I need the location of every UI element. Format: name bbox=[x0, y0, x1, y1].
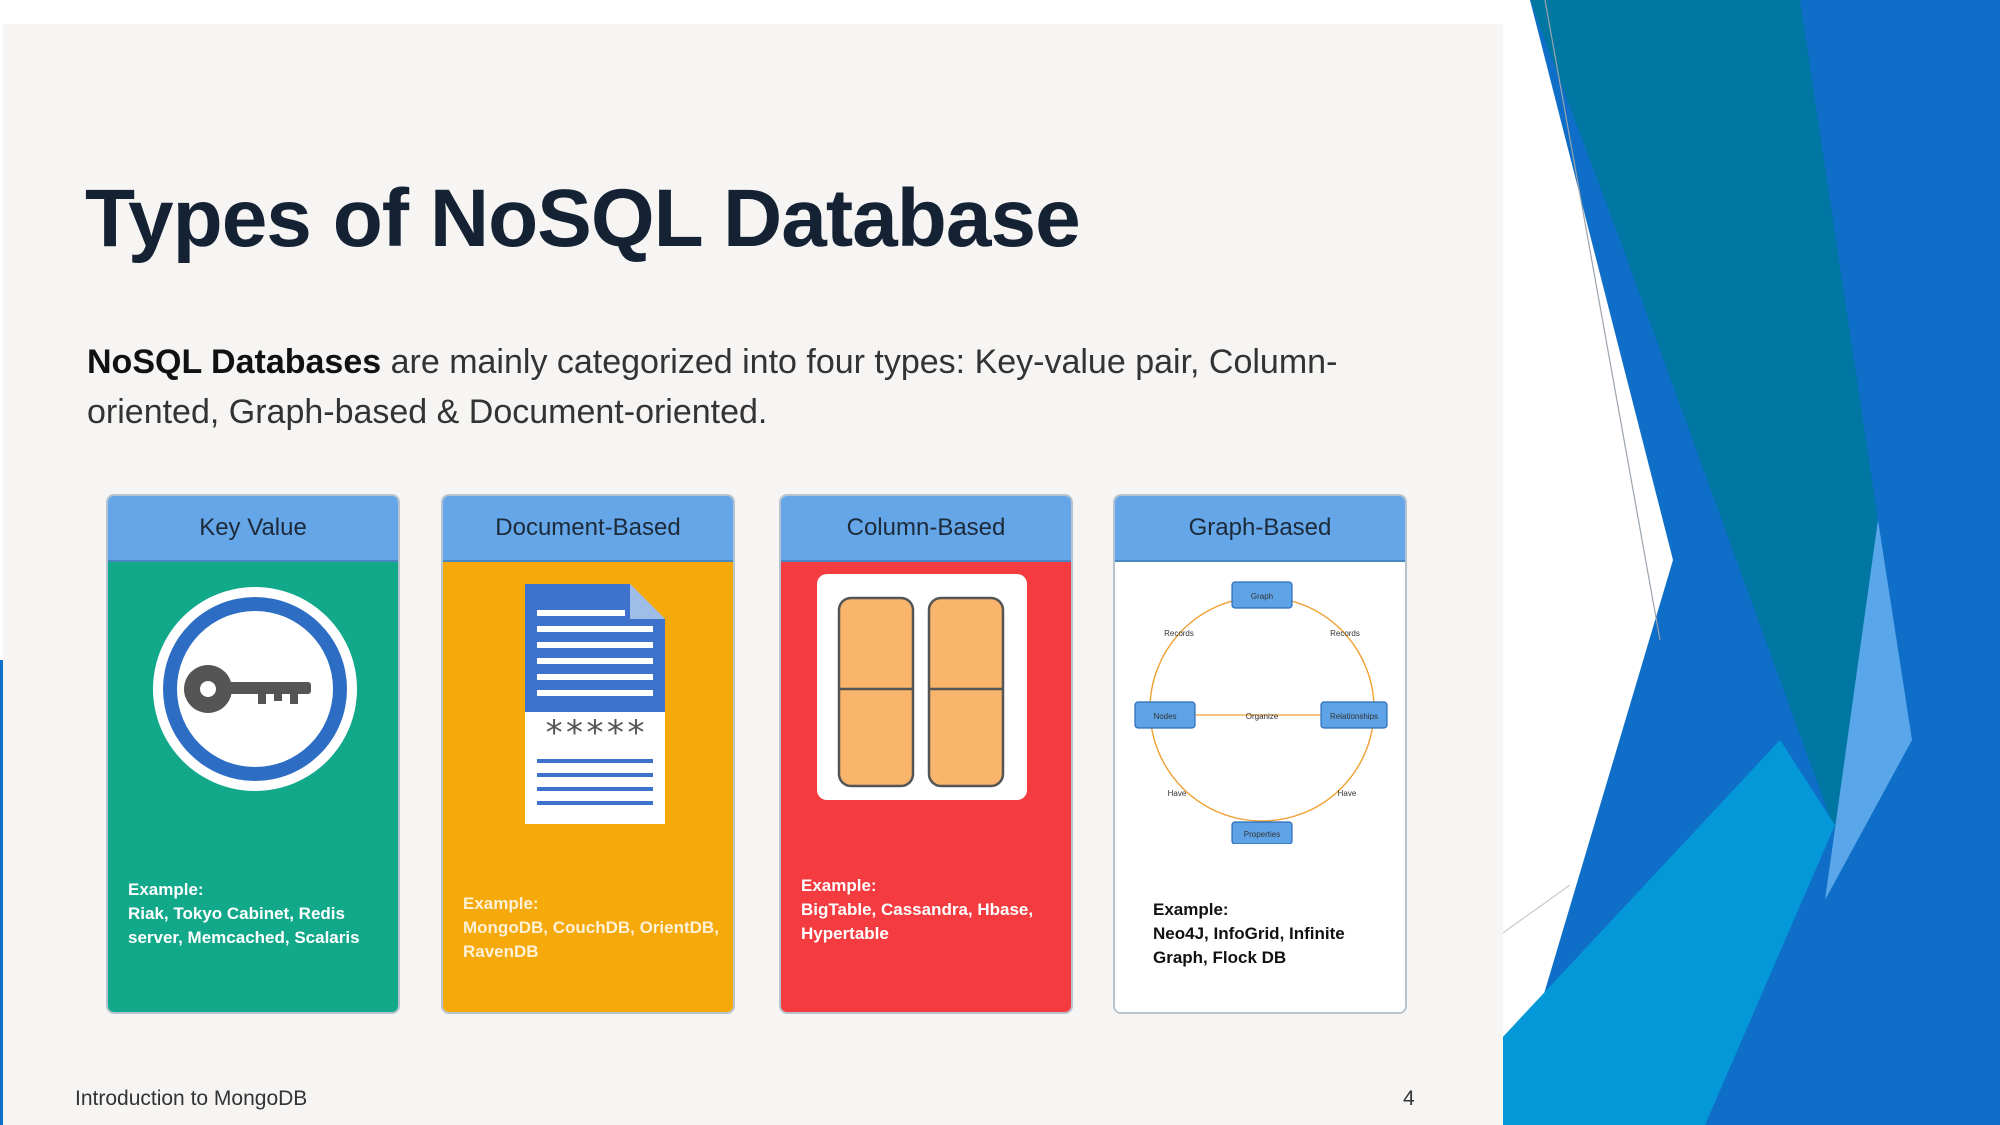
edge-records-left: Records bbox=[1164, 629, 1194, 638]
slide-footer: Introduction to MongoDB bbox=[75, 1087, 308, 1110]
example-label: Example: bbox=[1153, 900, 1229, 919]
example-list: Riak, Tokyo Cabinet, Redis server, Memca… bbox=[128, 904, 360, 947]
card-graph-based: Graph-Based Graph Relationships Properti… bbox=[1113, 494, 1407, 1014]
card-header: Key Value bbox=[108, 496, 398, 562]
example-list: BigTable, Cassandra, Hbase, Hypertable bbox=[801, 900, 1034, 943]
example-list: MongoDB, CouchDB, OrientDB, RavenDB bbox=[463, 918, 719, 961]
card-header: Document-Based bbox=[443, 496, 733, 562]
intro-text: are mainly categorized into four types: … bbox=[87, 343, 1338, 431]
card-body: Graph Relationships Properties Nodes Rec… bbox=[1115, 562, 1405, 1012]
card-key-value: Key Value Example: Riak, Tokyo Cabinet, … bbox=[106, 494, 400, 1014]
edge-records-right: Records bbox=[1330, 629, 1360, 638]
node-graph: Graph bbox=[1251, 592, 1273, 601]
node-relationships: Relationships bbox=[1330, 712, 1378, 721]
card-column-based: Column-Based Example: BigTable, Cassandr… bbox=[779, 494, 1073, 1014]
document-stars: ***** bbox=[544, 713, 646, 753]
slide-content-image: Types of NoSQL Database NoSQL Databases … bbox=[3, 24, 1503, 1125]
card-body: Example: Riak, Tokyo Cabinet, Redis serv… bbox=[108, 562, 398, 1012]
example-text: Example: MongoDB, CouchDB, OrientDB, Rav… bbox=[463, 892, 721, 964]
card-document-based: Document-Based ***** Example: Mon bbox=[441, 494, 735, 1014]
decor-teal-shape bbox=[1530, 0, 1878, 845]
edge-have-left: Have bbox=[1168, 789, 1187, 798]
intro-paragraph: NoSQL Databases are mainly categorized i… bbox=[87, 337, 1407, 437]
column-icon bbox=[817, 574, 1027, 800]
edge-have-right: Have bbox=[1338, 789, 1357, 798]
node-nodes: Nodes bbox=[1153, 712, 1176, 721]
example-label: Example: bbox=[801, 876, 877, 895]
example-text: Example: Neo4J, InfoGrid, Infinite Graph… bbox=[1153, 898, 1393, 970]
document-icon: ***** bbox=[525, 584, 665, 824]
card-body: Example: BigTable, Cassandra, Hbase, Hyp… bbox=[781, 562, 1071, 1012]
example-list: Neo4J, InfoGrid, Infinite Graph, Flock D… bbox=[1153, 924, 1345, 967]
card-header: Graph-Based bbox=[1115, 496, 1405, 562]
example-label: Example: bbox=[463, 894, 539, 913]
example-text: Example: BigTable, Cassandra, Hbase, Hyp… bbox=[801, 874, 1059, 946]
edge-organize: Organize bbox=[1246, 712, 1279, 721]
decor-left-edge bbox=[0, 660, 4, 1125]
graph-diagram: Graph Relationships Properties Nodes Rec… bbox=[1134, 581, 1388, 844]
decor-thin-line-2 bbox=[1499, 884, 1571, 936]
example-label: Example: bbox=[128, 880, 204, 899]
example-text: Example: Riak, Tokyo Cabinet, Redis serv… bbox=[128, 878, 386, 950]
page-number: 4 bbox=[1403, 1087, 1415, 1110]
decor-thin-line bbox=[1544, 0, 1661, 641]
decor-cyan-shape bbox=[1500, 740, 1835, 1125]
slide-title: Types of NoSQL Database bbox=[85, 173, 1081, 264]
card-body: ***** Example: MongoDB, CouchDB, OrientD… bbox=[443, 562, 733, 1012]
node-properties: Properties bbox=[1244, 830, 1280, 839]
card-header: Column-Based bbox=[781, 496, 1071, 562]
key-icon bbox=[153, 587, 357, 791]
intro-bold: NoSQL Databases bbox=[87, 343, 382, 381]
decor-light-wedge bbox=[1825, 520, 1912, 900]
